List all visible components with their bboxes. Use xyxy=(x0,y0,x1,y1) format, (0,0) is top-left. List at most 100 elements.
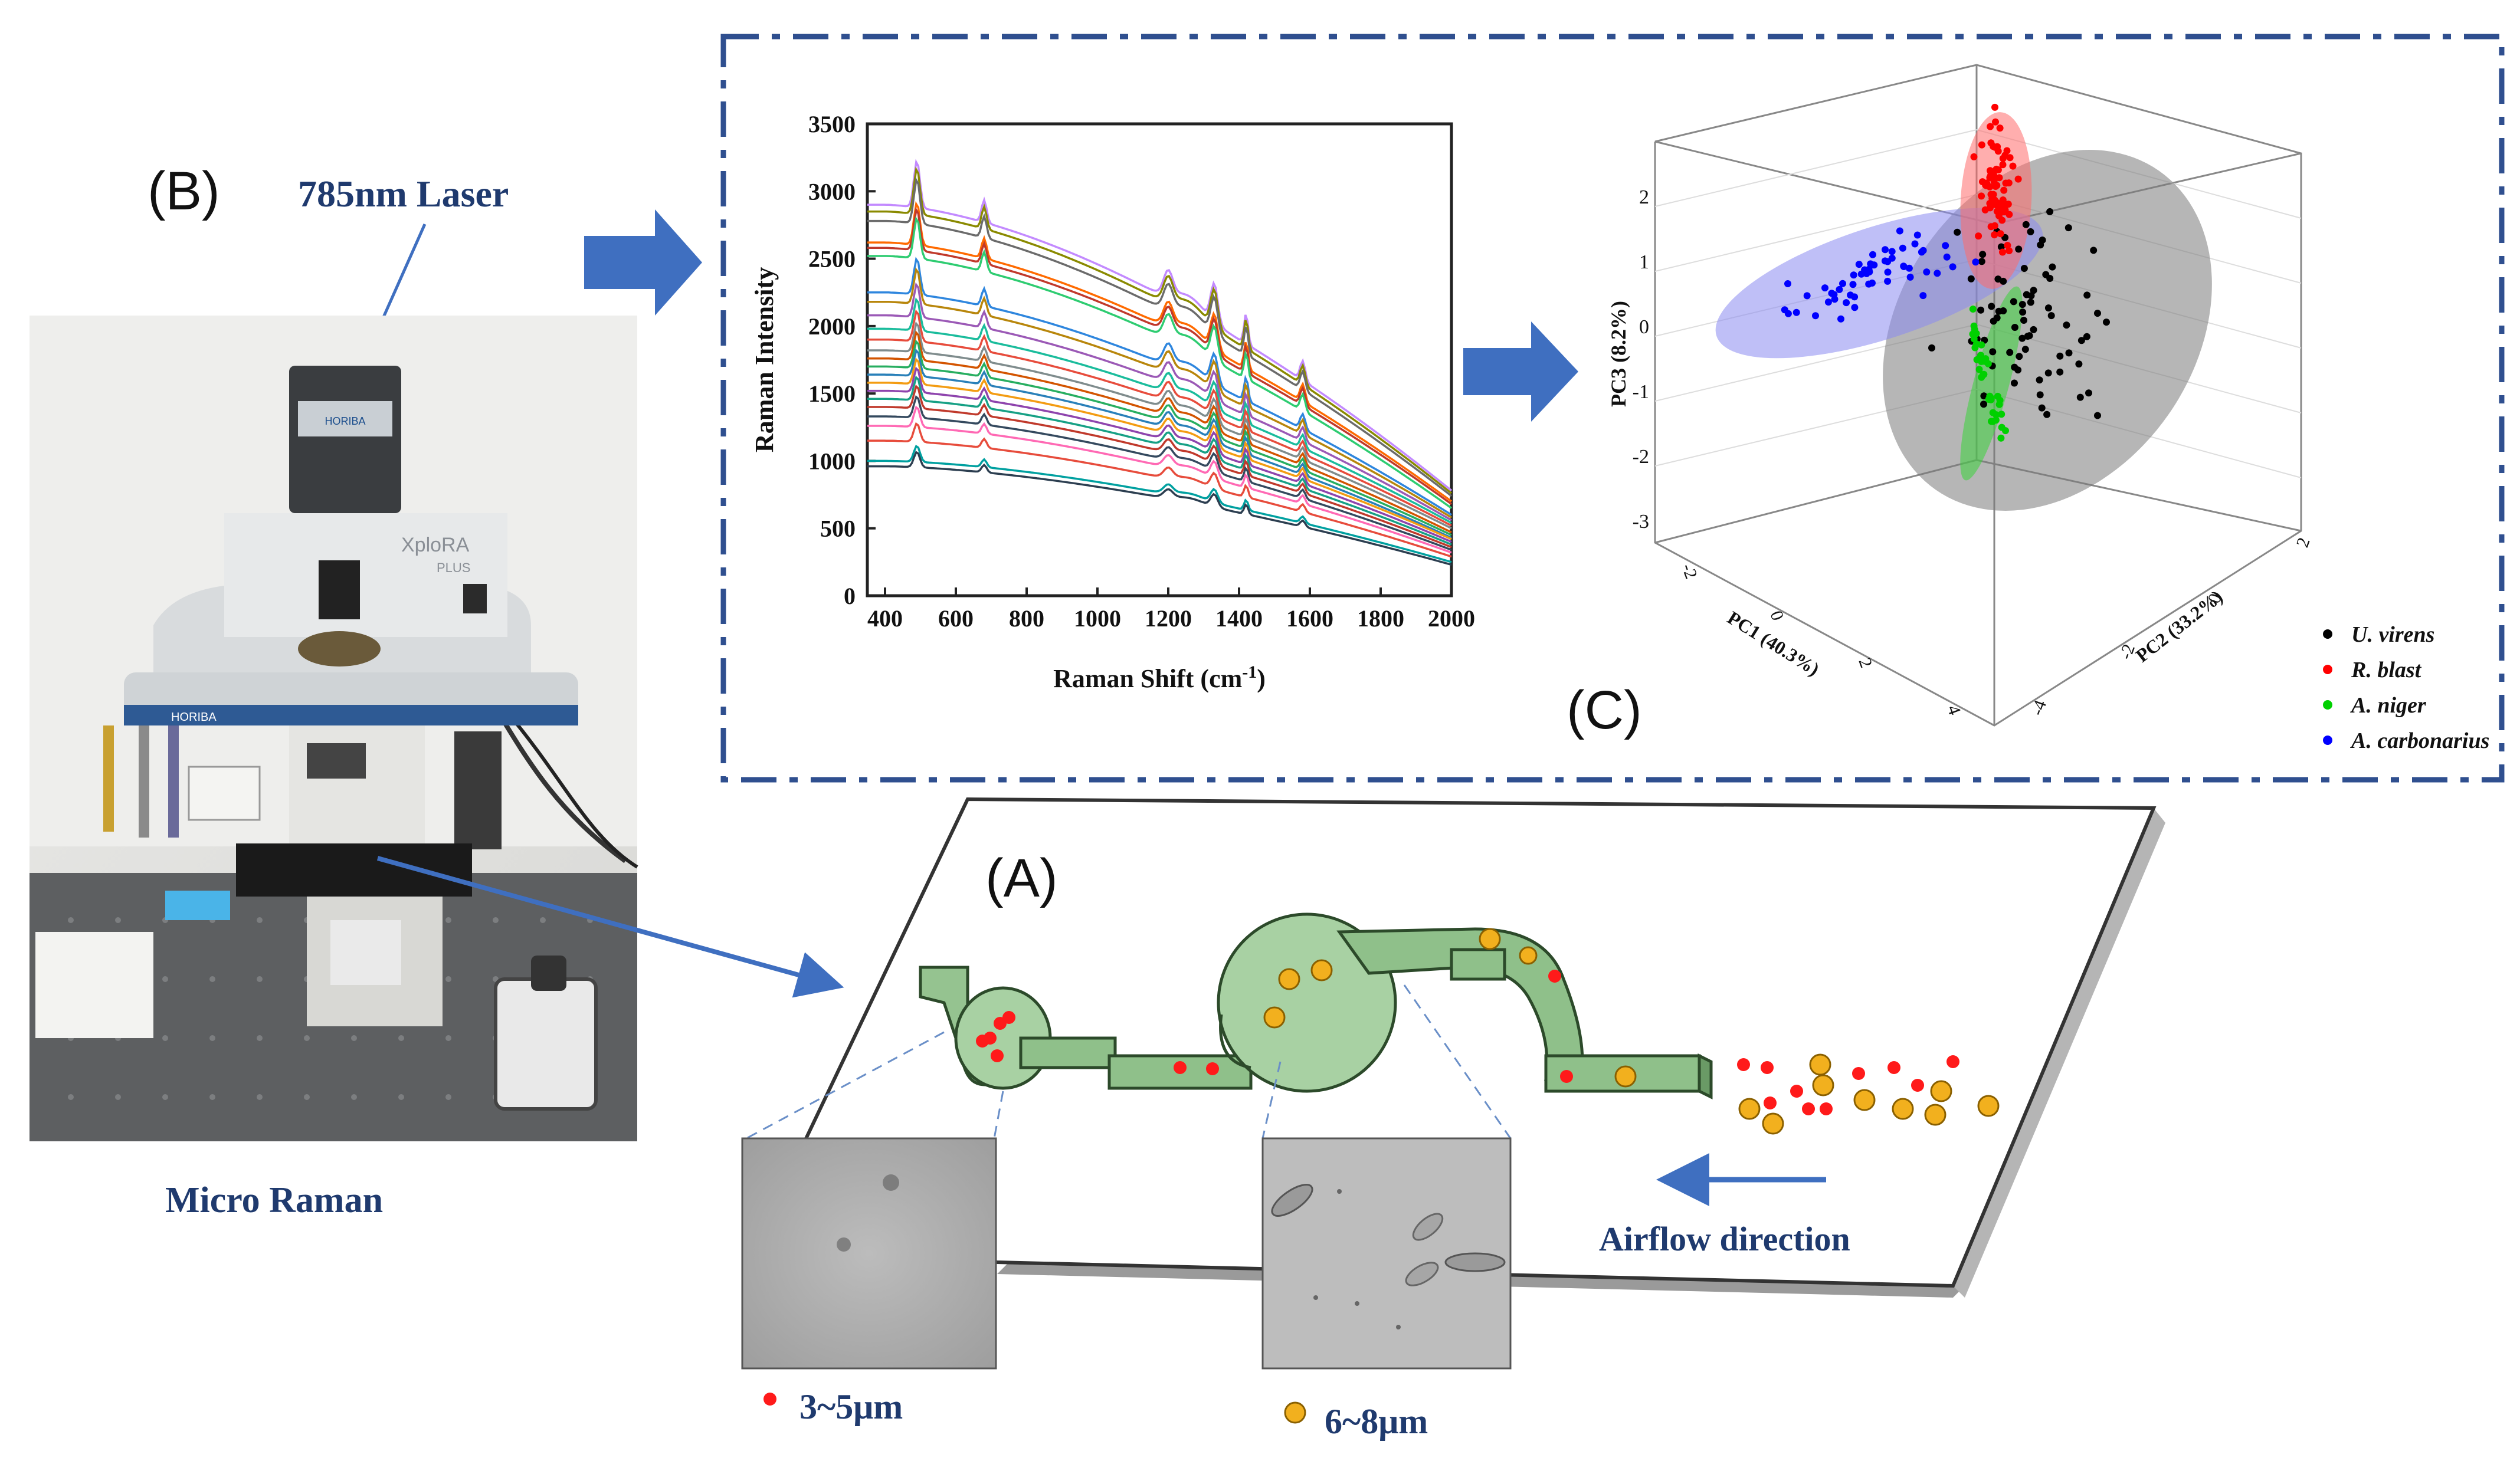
pca-pc3-label: PC3 (8.2%) xyxy=(1607,301,1630,407)
pca-point-r-blast xyxy=(1987,167,1994,175)
pca-point-u-virens xyxy=(1995,307,2003,315)
raman-series-line xyxy=(867,330,1452,534)
pca-point-a-carbonarius xyxy=(1972,258,1980,266)
pca-point-a-carbonarius xyxy=(1865,280,1873,288)
pca-point-r-blast xyxy=(1970,153,1978,160)
pca-point-u-virens xyxy=(1977,306,1985,314)
inlet-particles xyxy=(1737,1053,2000,1135)
pca-point-r-blast xyxy=(2001,206,2009,214)
raman-x-tick-label: 1600 xyxy=(1286,605,1333,632)
pca-point-r-blast xyxy=(1995,174,2003,182)
pca-point-a-carbonarius xyxy=(1867,260,1875,268)
pca-point-u-virens xyxy=(2006,349,2014,356)
pca-point-r-blast xyxy=(2005,247,2013,255)
pca-point-r-blast xyxy=(1990,173,1997,180)
raman-x-tick-label: 400 xyxy=(867,605,903,632)
raman-series-line xyxy=(867,444,1452,563)
pca-point-a-carbonarius xyxy=(1884,268,1892,276)
pca-point-r-blast xyxy=(1999,248,2006,256)
pca-point-r-blast xyxy=(1978,192,1985,200)
pca-point-a-carbonarius xyxy=(1949,263,1957,271)
legend-label-a-niger: A. niger xyxy=(2350,693,2427,718)
pca-point-r-blast xyxy=(1991,103,1998,111)
pca-point-u-virens xyxy=(2015,245,2023,253)
pca-point-u-virens xyxy=(2090,247,2098,254)
raman-x-tick-label: 1000 xyxy=(1074,605,1121,632)
pca-point-u-virens xyxy=(2083,291,2091,299)
size-legend-large-marker xyxy=(1284,1401,1306,1424)
laser-label: 785nm Laser xyxy=(298,173,509,215)
raman-series-line xyxy=(867,267,1452,518)
pca-legend: U. virens R. blast A. niger A. carbonari… xyxy=(2323,622,2489,753)
pca-points xyxy=(1781,103,2110,442)
arrow-to-pca xyxy=(1463,321,1578,422)
raman-y-tick-label: 3000 xyxy=(808,178,856,205)
pca-point-u-virens xyxy=(1993,314,2001,321)
pca-point-a-niger xyxy=(1998,411,2005,418)
pca-point-a-carbonarius xyxy=(1831,296,1839,303)
pca-point-u-virens xyxy=(2103,319,2110,326)
pca-point-a-carbonarius xyxy=(1836,285,1843,293)
pca-point-u-virens xyxy=(2094,412,2101,419)
pca-point-u-virens xyxy=(1967,275,1975,283)
pca-point-r-blast xyxy=(1992,118,1999,126)
pca-point-u-virens xyxy=(2036,376,2043,384)
raman-y-tick-label: 1500 xyxy=(808,380,856,407)
micro-raman-photo: HORIBA XploRA PLUS HORIBA xyxy=(30,316,638,1141)
size-legend-small-label: 3~5μm xyxy=(799,1387,903,1426)
legend-marker-r-blast xyxy=(2323,665,2332,674)
raman-x-tick-label: 800 xyxy=(1009,605,1044,632)
pca-point-r-blast xyxy=(2003,147,2011,155)
pca-point-u-virens xyxy=(1988,303,1995,310)
pca-point-a-carbonarius xyxy=(1919,247,1927,254)
pca-point-u-virens xyxy=(2056,368,2064,376)
raman-x-tick-label: 1200 xyxy=(1145,605,1192,632)
legend-marker-a-niger xyxy=(2323,700,2332,710)
raman-x-tick-label: 1800 xyxy=(1357,605,1404,632)
pca-point-a-niger xyxy=(1978,341,1985,349)
raman-series-line xyxy=(867,201,1453,503)
pca-pc1-tick-label: -2 xyxy=(1677,561,1701,582)
model-text-2: PLUS xyxy=(437,560,470,575)
pca-point-a-carbonarius xyxy=(1784,280,1791,287)
pca-point-a-niger xyxy=(1978,357,1985,365)
raman-plot-frame xyxy=(866,122,1453,597)
pca-point-a-carbonarius xyxy=(1792,308,1800,316)
pca-point-r-blast xyxy=(1994,166,2002,173)
raman-series-line xyxy=(867,405,1452,554)
pca-point-a-niger xyxy=(1989,418,1997,425)
pca-point-u-virens xyxy=(2021,346,2029,353)
pca-point-r-blast xyxy=(1988,195,1996,202)
pca-point-u-virens xyxy=(2020,265,2028,272)
pca-point-u-virens xyxy=(1954,228,1961,236)
pca-point-r-blast xyxy=(2005,179,2013,187)
pca-point-r-blast xyxy=(2014,175,2022,183)
pca-point-a-niger xyxy=(1977,352,1984,359)
pca-point-a-carbonarius xyxy=(1934,270,1941,277)
legend-label-a-carbonarius: A. carbonarius xyxy=(2350,728,2489,753)
pca-point-a-niger xyxy=(1987,396,1995,403)
pca-point-u-virens xyxy=(2085,389,2092,397)
pca-point-a-carbonarius xyxy=(1847,291,1854,299)
raman-y-axis-title: Raman Intensity xyxy=(750,267,779,452)
raman-x-tick-label: 600 xyxy=(938,605,974,632)
size-legend-large-label: 6~8μm xyxy=(1325,1402,1428,1441)
pca-point-u-virens xyxy=(2030,287,2037,294)
pca-point-u-virens xyxy=(2047,312,2055,320)
pca-point-u-virens xyxy=(2076,393,2084,401)
raman-series-line xyxy=(867,282,1452,521)
raman-series-line xyxy=(867,366,1452,543)
pca-pc2-tick-label: -2 xyxy=(2116,642,2139,662)
pca-pc1-tick-label: 4 xyxy=(1943,702,1964,717)
pca-point-u-virens xyxy=(2038,404,2046,412)
pca-point-r-blast xyxy=(2000,186,2008,194)
pca-point-a-niger xyxy=(1998,423,2005,431)
pca-point-a-niger xyxy=(1997,434,2005,442)
pca-point-u-virens xyxy=(2065,224,2072,232)
arrow-to-spectra xyxy=(584,209,702,316)
airflow-label: Airflow direction xyxy=(1599,1220,1850,1258)
pca-pc2-tick-label: -4 xyxy=(2027,698,2051,718)
